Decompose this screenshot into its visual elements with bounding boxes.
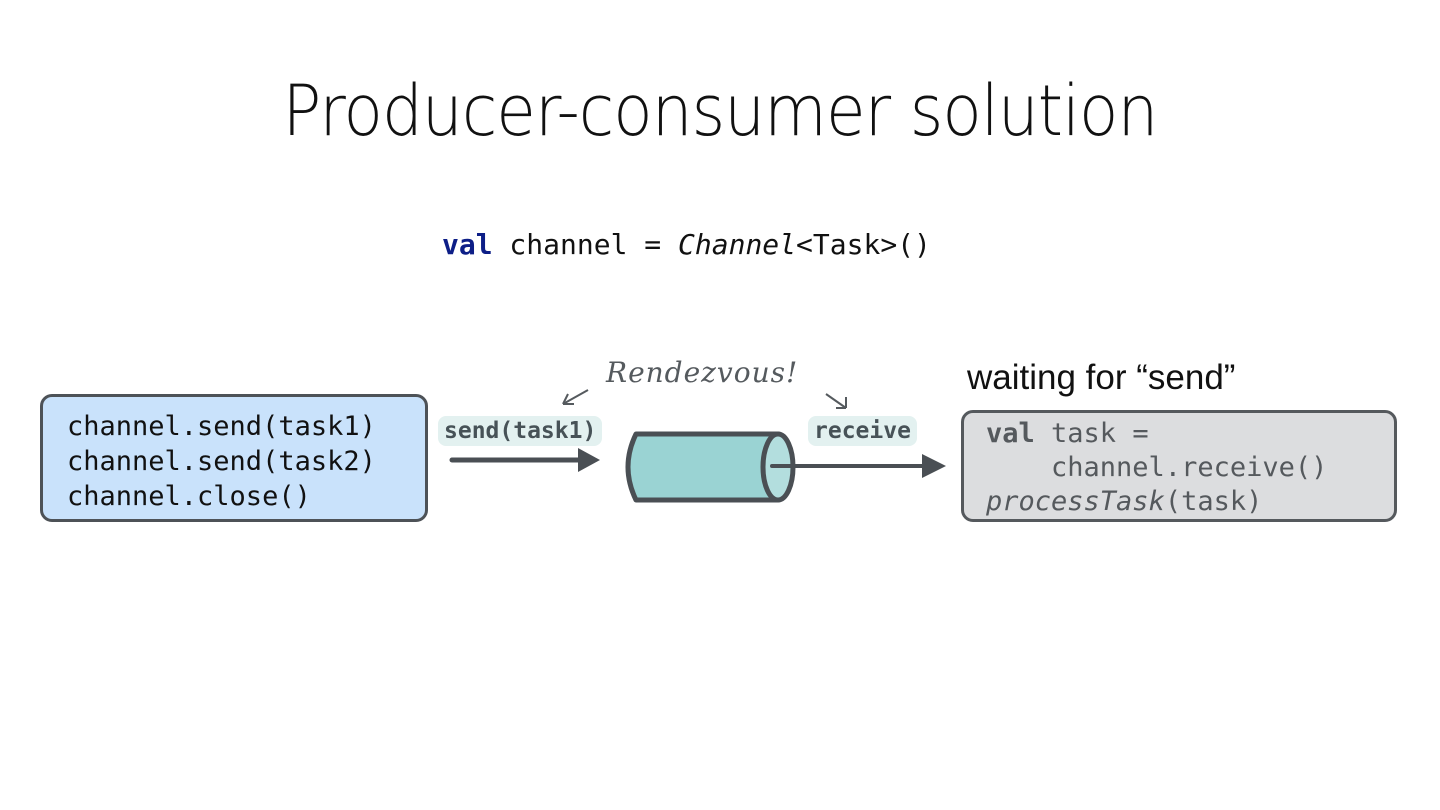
send-arrow-head xyxy=(578,448,600,472)
producer-line: channel.send(task1) xyxy=(67,411,376,442)
val-keyword: val xyxy=(442,228,493,261)
consumer-line-1: val task = xyxy=(986,417,1394,451)
send-label: send(task1) xyxy=(438,416,603,446)
process-task-fn: processTask xyxy=(986,486,1165,517)
consumer-line-3: processTask(task) xyxy=(986,485,1394,519)
rendezvous-left-arrow xyxy=(562,389,589,405)
producer-line: channel.send(task2) xyxy=(67,446,376,477)
rendezvous-left-arrow-head xyxy=(562,393,574,405)
channel-declaration: val channel = Channel<Task>() xyxy=(442,228,931,261)
rendezvous-right-arrow-head xyxy=(836,397,847,409)
consumer-code-box: val task = channel.receive()processTask(… xyxy=(961,410,1397,522)
channel-type: Channel xyxy=(678,228,797,261)
channel-pipe-body xyxy=(625,431,781,503)
receive-label: receive xyxy=(808,416,917,446)
consumer-line-2: channel.receive() xyxy=(986,452,1328,483)
consumer-line-3-rest: (task) xyxy=(1164,486,1263,517)
val-keyword: val xyxy=(986,418,1035,449)
producer-line: channel.close() xyxy=(67,481,311,512)
producer-code-box: channel.send(task1) channel.send(task2) … xyxy=(40,394,428,522)
receive-arrow-head xyxy=(922,454,946,478)
channel-generic: <Task>() xyxy=(796,228,931,261)
rendezvous-right-arrow xyxy=(825,393,847,409)
slide-title: Producer-consumer solution xyxy=(282,70,1159,152)
consumer-line-1-rest: task = xyxy=(1034,418,1149,449)
rendezvous-annotation: Rendezvous! xyxy=(606,356,799,389)
declaration-name: channel = xyxy=(492,228,679,261)
consumer-status: waiting for “send” xyxy=(967,358,1236,397)
